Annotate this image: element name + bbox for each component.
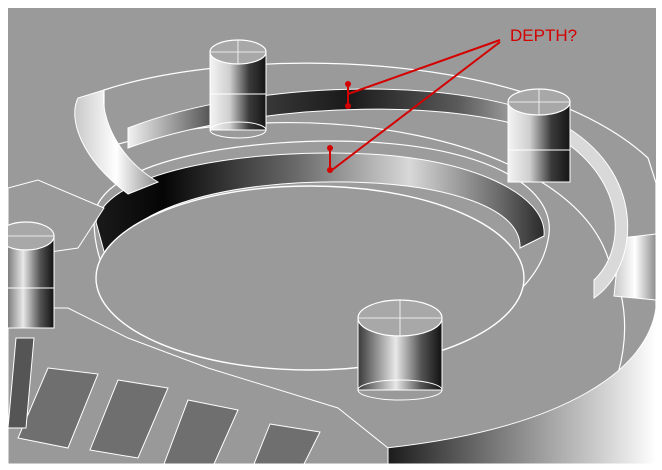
depth-annotation-leaders — [327, 39, 501, 173]
left-features — [8, 89, 389, 464]
depth-annotation-label: DEPTH? — [510, 26, 578, 45]
pin-right — [507, 88, 571, 183]
pin-top — [209, 39, 267, 139]
inner-bore-wall — [95, 152, 545, 267]
pin-bottom — [357, 299, 443, 401]
model-render — [8, 39, 656, 464]
bore-floor — [95, 185, 525, 371]
pin-left — [8, 221, 55, 329]
cad-viewport[interactable]: DEPTH? — [8, 8, 656, 464]
